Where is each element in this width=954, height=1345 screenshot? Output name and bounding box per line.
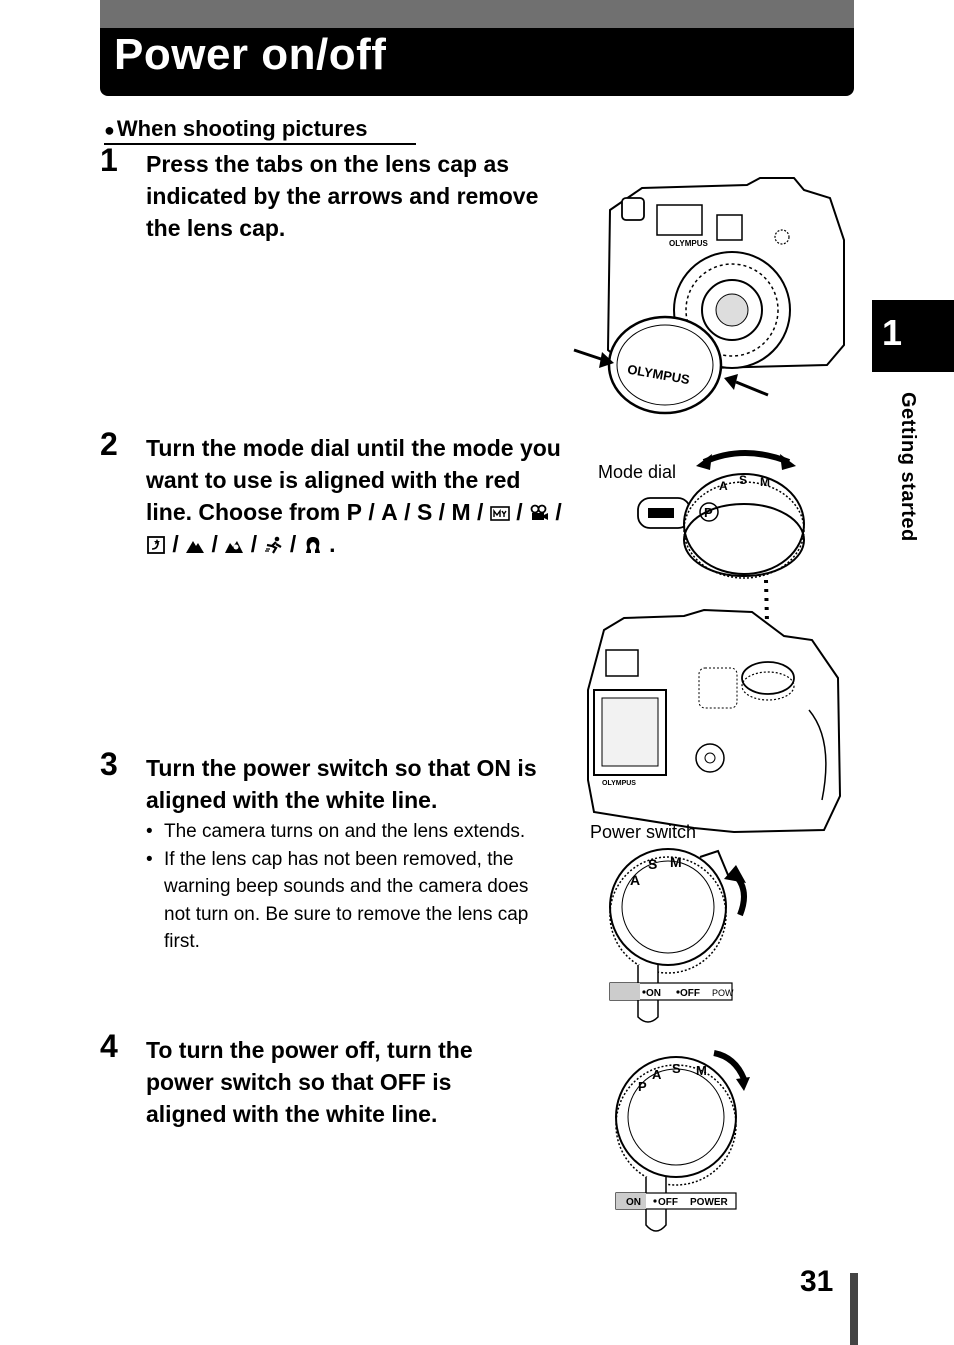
mode-dial-illustration: P A S M OLYMPUS [587,450,842,834]
step-4-text: To turn the power off, turn the power sw… [146,1037,473,1127]
off-label: OFF [680,988,700,999]
step-2-block: Turn the mode dial until the mode you wa… [146,435,562,557]
back-brand-text: OLYMPUS [602,780,636,787]
note-item: The camera turns on and the lens extends… [146,818,556,846]
dial-letter-m: M [760,475,770,489]
dial-letter-m-2: M [670,854,682,870]
step-3-text: Turn the power switch so that ON is alig… [146,755,537,813]
landscape-icon [186,541,205,553]
mode-a: A [381,499,398,525]
power-label: POWER [690,1197,729,1208]
section-heading-text: When shooting pictures [116,116,368,141]
chapter-tab: 1 [872,300,954,372]
page-number: 31 [800,1265,834,1298]
mode-dial-label: Mode dial [598,462,677,482]
brand-text: OLYMPUS [669,239,708,248]
on-label: ON [646,988,661,999]
mode-s: S [416,499,433,525]
playback-icon [147,536,165,554]
note-item: If the lens cap has not been removed, th… [146,846,556,956]
off-label-2: OFF [658,1197,678,1208]
landscape-portrait-icon [225,541,244,553]
header-strip [100,0,854,28]
power-on-illustration: A S M ON OFF POW [609,848,747,1023]
dial-letter-s: S [739,473,747,487]
dial-letter-p-3: P [638,1079,647,1094]
dial-letter-a-3: A [652,1067,662,1082]
mode-p: P [346,499,362,525]
step-3-number: 3 [100,746,118,782]
chapter-number: 1 [882,312,903,353]
power-switch-label: Power switch [590,822,697,842]
dial-letter-a: A [719,479,728,493]
my-mode-icon [490,506,510,521]
camera-front-illustration: OLYMPUS OLYMPUS [573,177,845,415]
step-3-notes: The camera turns on and the lens extends… [146,818,556,956]
step-2-text: Turn the mode dial until the mode you wa… [146,435,561,525]
pow-label: POW [712,988,734,998]
bullet-dot-icon: ● [104,120,115,140]
dial-letter-s-3: S [672,1061,681,1076]
movie-icon [530,504,548,520]
section-heading: ●When shooting pictures [104,116,416,145]
page-header: Power on/off [100,0,854,96]
on-label-2: ON [626,1197,641,1208]
sports-icon [264,536,282,554]
step-2-number: 2 [100,426,118,462]
step-1-text: Press the tabs on the lens cap as indica… [146,151,539,241]
portrait-icon [305,537,320,553]
page-edge-bar [850,1273,858,1345]
step-4-number: 4 [100,1028,118,1064]
power-off-illustration: P A S M ON OFF POWER [615,1050,750,1232]
dial-letter-a-2: A [630,872,640,888]
dial-letter-s-2: S [648,856,657,872]
chapter-label: Getting started [897,392,919,542]
dial-letter-m-3: M [696,1063,707,1078]
dial-letter-p: P [704,505,713,520]
mode-m: M [451,499,471,525]
step-1-number: 1 [100,142,118,178]
page-title: Power on/off [114,30,387,79]
